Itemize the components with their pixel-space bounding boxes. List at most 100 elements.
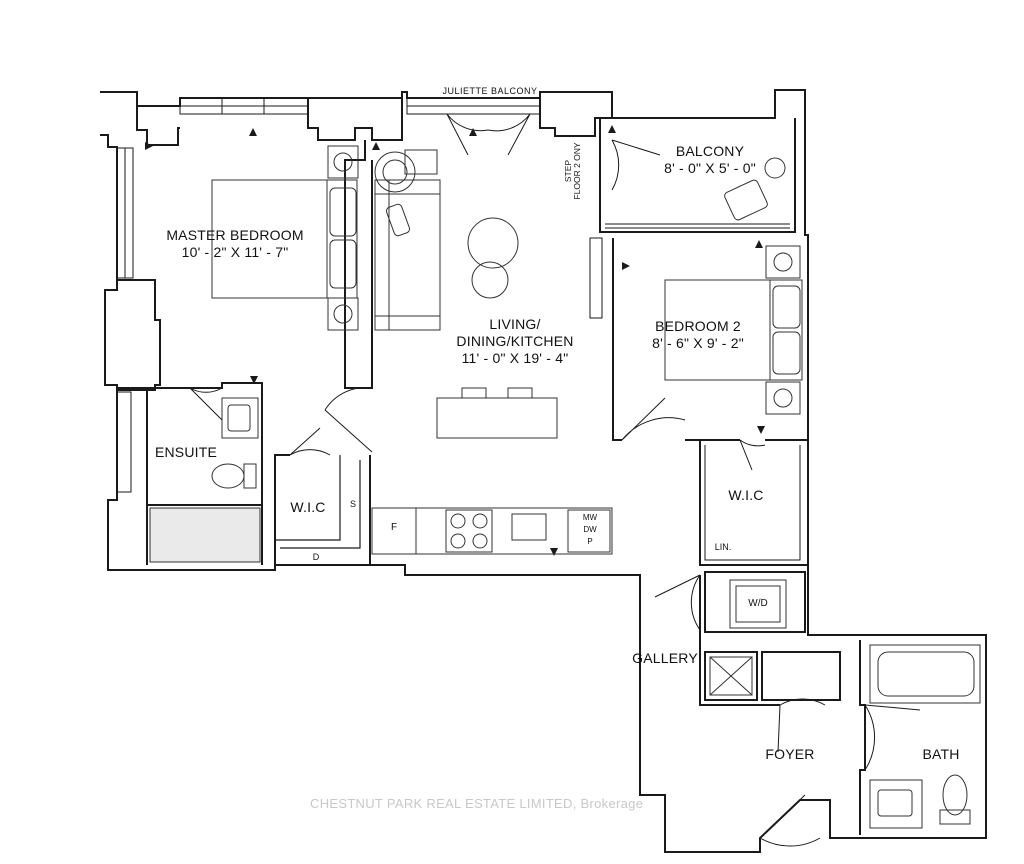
bedroom2-nightstand-bottom <box>765 381 801 415</box>
bedroom2-nightstand-top <box>765 245 801 279</box>
room-label-gallery: GALLERY <box>632 650 698 667</box>
room-name: GALLERY <box>632 650 698 666</box>
room-label-master: MASTER BEDROOM 10' - 2" X 11' - 7" <box>160 227 310 261</box>
master-bed-headboard <box>326 179 358 299</box>
arrow-marker <box>755 240 763 248</box>
room-name: FOYER <box>765 746 815 762</box>
kitchen-island <box>436 397 558 439</box>
side-table <box>404 149 438 175</box>
pantry-label: P <box>587 537 593 546</box>
stool-1 <box>461 387 487 399</box>
arrow-marker <box>550 548 558 556</box>
fridge-label: F <box>390 522 398 533</box>
mechanical-x2 <box>709 656 753 696</box>
ensuite-shower <box>149 507 261 563</box>
bath-toilet <box>942 774 968 816</box>
room-name: W.I.C <box>290 499 326 515</box>
bedroom2-lamp-bottom <box>773 388 793 408</box>
dining-table <box>467 217 519 269</box>
room-label-balcony: BALCONY 8' - 0" X 5' - 0" <box>650 143 770 177</box>
fridge <box>371 507 417 555</box>
armchair <box>374 151 416 193</box>
wall-ensuite <box>117 382 263 565</box>
bath-toilet-tank <box>939 809 971 825</box>
arrow-marker <box>372 142 380 150</box>
arrow-marker <box>250 376 258 384</box>
arrow-marker <box>622 262 630 270</box>
master-lamp-top <box>333 152 353 172</box>
sofa-arm-bottom <box>374 315 441 331</box>
bath-vanity <box>869 779 923 829</box>
pillar <box>116 279 161 391</box>
washer-dryer-label: W/D <box>748 598 768 609</box>
wall-gallery <box>699 575 780 706</box>
dishwasher-label: DW <box>583 525 597 534</box>
laundry-closet <box>704 571 806 633</box>
room-dims: 8' - 0" X 5' - 0" <box>664 159 756 176</box>
room-label-living: LIVING/ DINING/KITCHEN 11' - 0" X 19' - … <box>440 316 590 366</box>
step-note-line2: FLOOR 2 ONY <box>571 142 582 200</box>
bedroom2-pillow-1 <box>772 285 801 329</box>
room-label-wic1: W.I.C <box>280 499 336 516</box>
door-entry <box>759 794 821 847</box>
room-label-bath: BATH <box>916 746 966 763</box>
master-nightstand-top <box>327 145 359 179</box>
room-name: LIVING/ <box>489 316 541 332</box>
master-pillow-1 <box>329 187 357 237</box>
stool-2 <box>507 387 533 399</box>
arrow-marker <box>608 125 616 133</box>
door-wic2 <box>739 439 766 471</box>
step-floor-note: STEP FLOOR 2 ONY <box>563 141 586 201</box>
balcony-table <box>764 157 786 179</box>
wall-wic2-inner <box>704 445 801 561</box>
throw-pillow <box>385 203 411 237</box>
bedroom2-lamp-top <box>773 252 793 272</box>
wall-wic1-inner2 <box>280 460 361 549</box>
room-name: MASTER BEDROOM <box>166 227 304 243</box>
arrow-marker <box>757 426 765 434</box>
door-bath <box>864 704 921 771</box>
room-label-bedroom2: BEDROOM 2 8' - 6" X 9' - 2" <box>628 318 768 352</box>
pillar-top-right <box>307 98 403 141</box>
burner-3 <box>450 533 466 549</box>
door-closet <box>777 698 826 753</box>
linen-label: LIN. <box>714 542 732 552</box>
master-pillow-2 <box>329 239 357 289</box>
wall-wic1-inner <box>275 455 341 541</box>
pillar-top-left <box>136 106 180 146</box>
room-dims: 11' - 0" X 19' - 4" <box>461 349 569 366</box>
door-juliette-right <box>487 113 531 156</box>
window-ensuite <box>116 391 132 493</box>
room-label-foyer: FOYER <box>760 746 820 763</box>
wall-balcony <box>599 118 796 233</box>
room-name: W.I.C <box>728 487 764 503</box>
door-wic1 <box>289 427 331 456</box>
ensuite-toilet <box>211 463 245 489</box>
burner-4 <box>472 533 488 549</box>
hall-closet-2 <box>761 651 841 701</box>
window-bedroom2 <box>589 237 603 319</box>
room-label-ensuite: ENSUITE <box>150 444 222 461</box>
wall-wic2 <box>699 440 808 566</box>
balcony-chair <box>724 179 768 221</box>
ensuite-vanity <box>221 397 259 439</box>
door-laundry <box>654 574 701 631</box>
bathtub-inner <box>877 651 975 697</box>
bathtub <box>869 644 981 704</box>
bedroom2-pillow-2 <box>772 331 801 375</box>
exterior-wall <box>100 89 987 853</box>
ensuite-toilet-tank <box>243 463 257 489</box>
arrow-marker <box>249 128 257 136</box>
kitchen-sink <box>511 513 547 541</box>
dining-chair <box>471 261 509 299</box>
wall-wic1 <box>274 454 290 565</box>
door-juliette-left <box>446 113 489 156</box>
washer-dryer <box>729 579 787 629</box>
sofa-arm-top <box>374 179 441 195</box>
burner-2 <box>472 513 488 529</box>
room-name: BEDROOM 2 <box>655 318 741 334</box>
room-name: BALCONY <box>675 143 745 159</box>
master-lamp-bottom <box>333 304 353 324</box>
door-balcony <box>611 139 661 191</box>
shelf-label: S <box>349 499 356 509</box>
